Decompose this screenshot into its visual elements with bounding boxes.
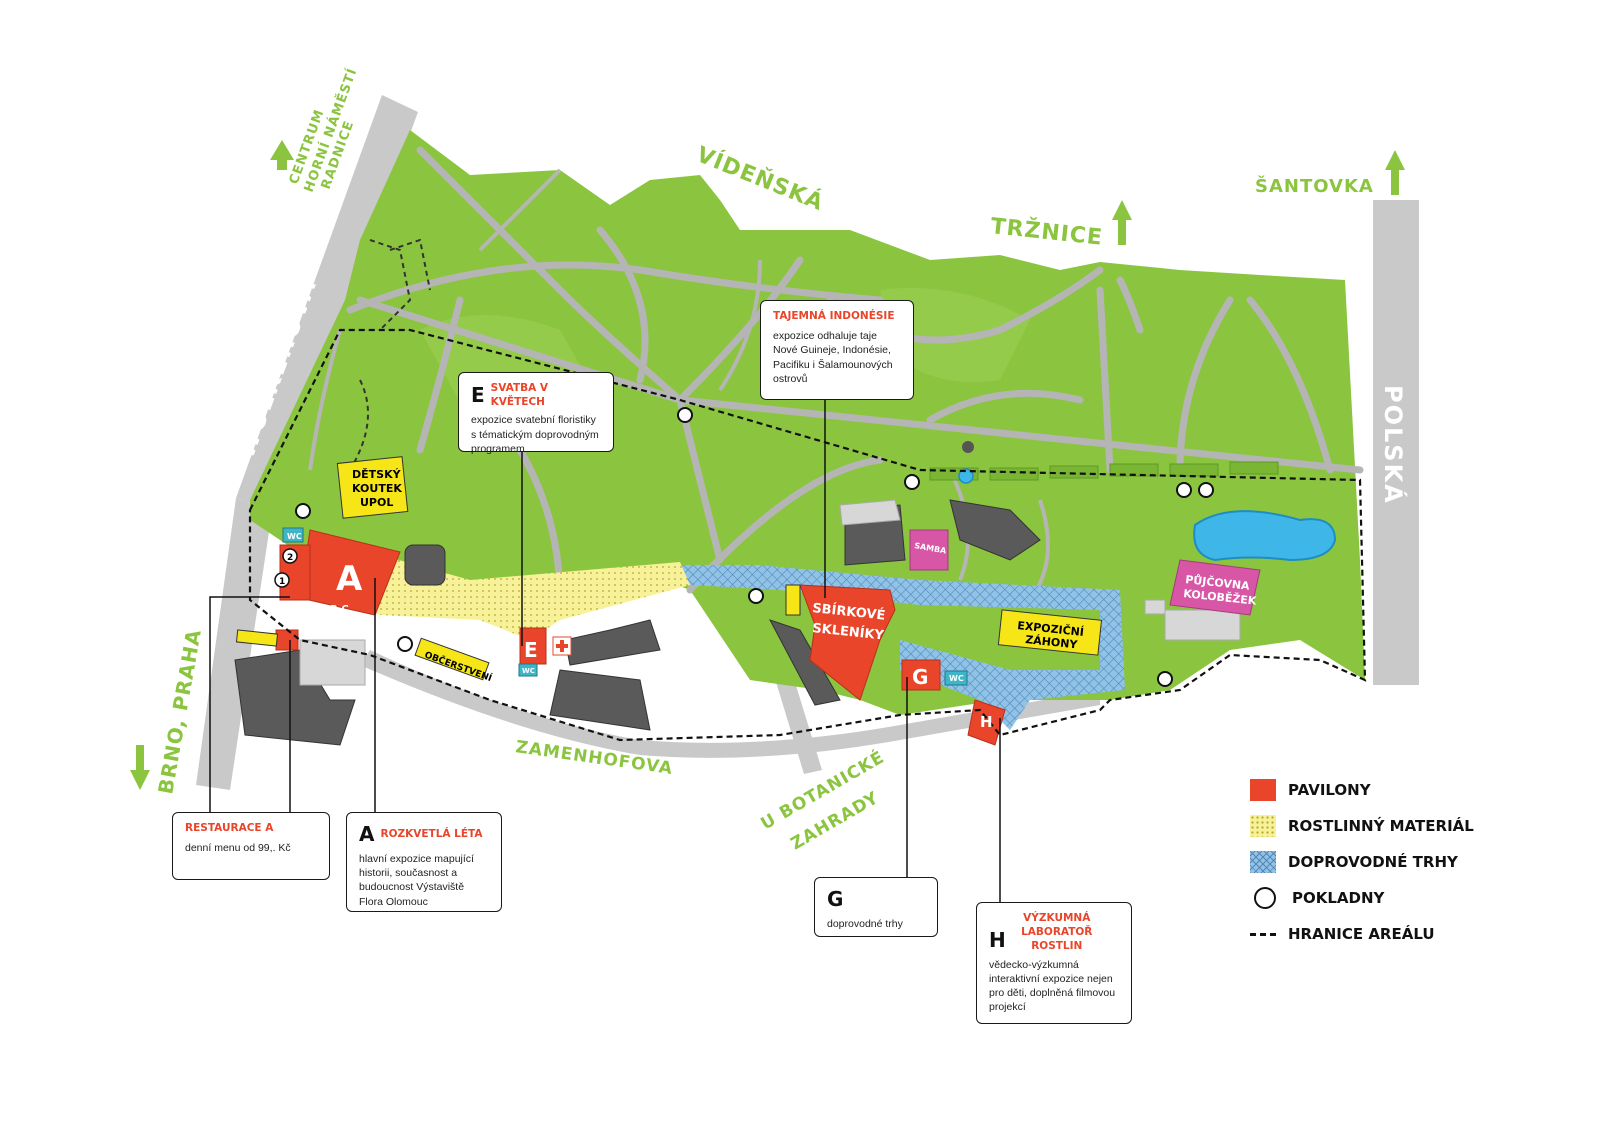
first-aid-cross [556, 640, 568, 652]
arrow-brno-icon [130, 745, 150, 790]
callout-restaurace-title: RESTAURACE A [185, 822, 274, 834]
callout-g: G doprovodné trhy [814, 877, 938, 937]
detsky-label-2: KOUTEK [352, 482, 402, 495]
callout-indonesie-title: TAJEMNÁ INDONÉSIE [773, 310, 895, 322]
callout-a-title: ROZKVETLÁ LÉTA [380, 828, 483, 841]
legend-swatch-pavilony [1250, 779, 1276, 801]
yellow-restaurace [235, 629, 279, 647]
callout-h-letter: H [989, 927, 1006, 952]
direction-arrows [130, 140, 1405, 790]
road-zamenhofova [360, 650, 1100, 758]
pink-labels [909, 529, 1261, 616]
pavilion-restaurace [275, 629, 299, 651]
callout-a: A ROZKVETLÁ LÉTA hlavní expozice mapujíc… [346, 812, 502, 912]
legend-label-doprovodne-trhy: DOPROVODNÉ TRHY [1288, 853, 1458, 871]
arrow-trznice-icon [1112, 200, 1132, 245]
yellow-small [785, 584, 801, 616]
map-legend: PAVILONY ROSTLINNÝ MATERIÁL DOPROVODNÉ T… [1250, 772, 1490, 952]
area-boundary [248, 328, 1367, 742]
dashed-paths [349, 238, 431, 471]
callout-leaders [209, 392, 1001, 902]
arrow-santovka-icon [1385, 150, 1405, 195]
pokladny [295, 407, 1214, 687]
wc-label-3: WC [949, 674, 964, 683]
road-brno-praha [196, 498, 272, 790]
arrow-centrum-icon [270, 140, 294, 170]
lawn-patch [880, 288, 1030, 382]
expozicni-zahony [997, 609, 1103, 656]
legend-item-doprovodne-trhy: DOPROVODNÉ TRHY [1250, 844, 1490, 880]
detsky-koutek [336, 456, 409, 519]
pond [1193, 510, 1337, 562]
pavilion-bc-label: B,C [330, 604, 349, 615]
callout-h-text: vědecko-výzkumná interaktivní expozice n… [989, 958, 1116, 1014]
callout-indonesie-text: expozice odhaluje taje Nové Guineje, Ind… [773, 330, 893, 385]
legend-label-rostlinny-material: ROSTLINNÝ MATERIÁL [1288, 817, 1474, 835]
wc-badges [282, 527, 968, 686]
road-polska [1373, 200, 1419, 685]
legend-swatch-doprovodne-trhy [1250, 851, 1276, 873]
callout-restaurace: RESTAURACE A denní menu od 99,. Kč [172, 812, 330, 880]
legend-swatch-hranice-arealu [1250, 932, 1276, 936]
pavilion-e-letter: E [524, 638, 538, 662]
legend-item-pokladny: POKLADNY [1250, 880, 1490, 916]
skleniky-label-1: SBÍRKOVÉ [812, 600, 887, 624]
legend-swatch-rostlinny-material [1250, 815, 1276, 837]
road-wolkerova [236, 95, 418, 512]
callout-e: E SVATBA V KVĚTECH expozice svatební flo… [458, 372, 614, 455]
legend-swatch-pokladny [1254, 887, 1276, 909]
callout-a-text: hlavní expozice mapující historii, souča… [359, 853, 474, 908]
detsky-label-1: DĚTSKÝ [352, 468, 402, 481]
obcerstveni [414, 637, 490, 681]
entrance-number-1: 1 [279, 577, 285, 587]
callout-e-letter: E [471, 382, 485, 407]
yellow-labels [235, 456, 1103, 681]
wc-label-2: WC [522, 667, 535, 675]
legend-item-pavilony: PAVILONY [1250, 772, 1490, 808]
callout-indonesie: TAJEMNÁ INDONÉSIE expozice odhaluje taje… [760, 300, 914, 400]
market-area [670, 565, 1125, 730]
buildings-grey [234, 499, 1041, 746]
callout-e-text: expozice svatební floristiky s tématický… [471, 414, 599, 455]
direction-trznice: TRŽNICE [989, 213, 1104, 251]
callout-g-letter: G [827, 887, 844, 911]
callout-g-text: doprovodné trhy [827, 918, 903, 930]
callout-e-title: SVATBA V KVĚTECH [490, 382, 549, 409]
detsky-label-3: UPOL [360, 496, 393, 509]
small-pond [958, 468, 974, 484]
skleniky-label-2: SKLENÍKY [812, 620, 886, 643]
pujcovna [1169, 559, 1261, 616]
plant-material-area [310, 535, 690, 640]
pavilion-h-letter: H [980, 713, 993, 731]
fountain [962, 441, 974, 453]
pavilion-e [519, 627, 547, 665]
entrance-number-2: 2 [287, 553, 293, 563]
hedges [929, 461, 1279, 481]
entrance-numbers [274, 548, 298, 588]
legend-label-pavilony: PAVILONY [1288, 781, 1371, 799]
pavilion-g [901, 659, 941, 691]
callout-restaurace-text: denní menu od 99,. Kč [185, 842, 291, 855]
legend-label-pokladny: POKLADNY [1292, 889, 1385, 907]
road-label-polska: POLSKÁ [1379, 385, 1408, 505]
expozicni-label-2: ZÁHONY [1025, 633, 1079, 651]
callout-a-letter: A [359, 822, 375, 846]
legend-label-hranice-arealu: HRANICE AREÁLU [1288, 925, 1435, 943]
wc-label-1: WC [287, 532, 302, 541]
legend-item-hranice-arealu: HRANICE AREÁLU [1250, 916, 1490, 952]
direction-santovka: ŠANTOVKA [1255, 175, 1374, 197]
legend-item-rostlinny-material: ROSTLINNÝ MATERIÁL [1250, 808, 1490, 844]
pavilion-a-letter: A [336, 559, 363, 599]
callout-h-title: VÝZKUMNÁ LABORATOŘ ROSTLIN [1021, 912, 1093, 953]
pavilion-skleniky [799, 584, 896, 701]
callout-h: H VÝZKUMNÁ LABORATOŘ ROSTLIN vědecko-výz… [976, 902, 1132, 1024]
samba [909, 529, 949, 571]
pavilion-g-letter: G [912, 665, 928, 689]
